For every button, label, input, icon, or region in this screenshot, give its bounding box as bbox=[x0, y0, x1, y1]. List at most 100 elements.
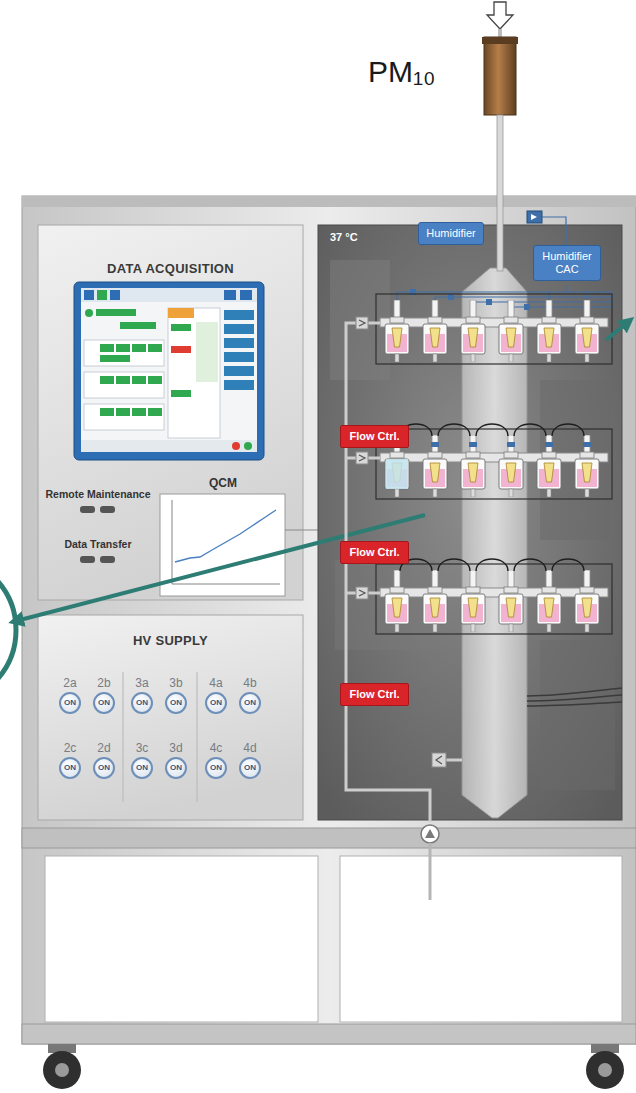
screen-field bbox=[100, 408, 114, 416]
pipe-connector bbox=[345, 448, 348, 541]
exposure-well bbox=[499, 300, 523, 362]
switch-label: ON bbox=[205, 692, 227, 714]
manifold bbox=[380, 318, 608, 327]
screen-stop bbox=[232, 442, 240, 450]
module-outline bbox=[376, 294, 612, 364]
qcm-wire bbox=[285, 530, 318, 531]
hv-switch: 4dON bbox=[234, 741, 266, 779]
hv-switch: 4bON bbox=[234, 676, 266, 714]
channel-label: 4c bbox=[200, 741, 232, 755]
push-button bbox=[80, 506, 95, 513]
qcm-well-highlight bbox=[386, 459, 408, 489]
inflow-arrow bbox=[487, 2, 513, 29]
hv-switch: 2aON bbox=[54, 676, 86, 714]
humidifier-box: Humidifier CAC bbox=[533, 245, 601, 281]
cabinet-divider bbox=[22, 828, 636, 848]
screen-field bbox=[132, 344, 146, 352]
chart-axes bbox=[172, 500, 280, 584]
screen-start bbox=[244, 442, 252, 450]
panel-heading: HV SUPPLY bbox=[38, 615, 303, 648]
module-outline bbox=[376, 429, 612, 499]
switch-label: ON bbox=[59, 692, 81, 714]
check-valve bbox=[356, 452, 368, 464]
channel-label: 3d bbox=[160, 741, 192, 755]
check-valve bbox=[359, 320, 365, 326]
check-valve bbox=[359, 455, 365, 461]
screen-icon bbox=[240, 290, 252, 300]
hv-switch: 2cON bbox=[54, 741, 86, 779]
cac-inlet-icon bbox=[527, 211, 542, 223]
screen-field bbox=[148, 408, 162, 416]
tube-valve bbox=[524, 304, 530, 310]
chamber-ground bbox=[318, 225, 622, 820]
caster-wheel bbox=[43, 1051, 81, 1089]
screen-icon bbox=[84, 290, 94, 300]
humidifier-label: Humidifier bbox=[425, 227, 477, 240]
exposure-well bbox=[461, 300, 485, 362]
channel-label: 3c bbox=[126, 741, 158, 755]
flow-controller: Flow Ctrl. bbox=[340, 425, 409, 448]
screen-field bbox=[116, 376, 130, 384]
screen-field bbox=[171, 346, 191, 353]
pm10-inlet-head bbox=[484, 37, 516, 115]
exposure-well bbox=[537, 570, 561, 632]
channel-label: 4b bbox=[234, 676, 266, 690]
exposure-well bbox=[385, 570, 409, 632]
callout-arrow bbox=[606, 322, 628, 340]
flow-pipe bbox=[429, 843, 432, 900]
screen-field bbox=[196, 322, 218, 382]
exposure-well bbox=[385, 300, 409, 362]
inlet-pipe bbox=[497, 115, 503, 271]
switch-label: ON bbox=[165, 757, 187, 779]
screen-bezel bbox=[74, 282, 264, 460]
switch-label: ON bbox=[131, 757, 153, 779]
check-valve bbox=[356, 317, 368, 329]
screen-field bbox=[132, 408, 146, 416]
electrode-wire bbox=[400, 559, 584, 571]
manifold bbox=[380, 588, 608, 597]
channel-label: 2d bbox=[88, 741, 120, 755]
screen-field bbox=[116, 344, 130, 352]
machinery-texture bbox=[335, 560, 435, 650]
switch-label: ON bbox=[239, 692, 261, 714]
switch-label: ON bbox=[59, 757, 81, 779]
caster-hub bbox=[55, 1063, 69, 1077]
exposure-well bbox=[575, 570, 599, 632]
caster-wheel bbox=[586, 1051, 624, 1089]
check-valve bbox=[436, 756, 442, 764]
push-button bbox=[80, 556, 95, 563]
screen-field bbox=[100, 344, 114, 352]
button-label: Remote Maintenance bbox=[40, 488, 156, 501]
hv-switch: 3dON bbox=[160, 741, 192, 779]
flow-controller: Flow Ctrl. bbox=[340, 541, 409, 564]
switch-label: ON bbox=[165, 692, 187, 714]
screen-button bbox=[224, 352, 254, 362]
humidifier-label: Humidifier CAC bbox=[540, 250, 594, 276]
flow-controller: Flow Ctrl. bbox=[340, 683, 409, 706]
screen-field bbox=[100, 376, 114, 384]
chart-line bbox=[175, 510, 276, 562]
inlet-cap bbox=[482, 37, 518, 44]
callout-circle bbox=[0, 556, 16, 704]
group-divider bbox=[122, 672, 123, 802]
aerosol-column bbox=[462, 268, 527, 818]
panel-face bbox=[38, 225, 303, 600]
screen-button bbox=[224, 324, 254, 334]
button-label: Data Transfer bbox=[40, 538, 156, 551]
hv-switch: 2dON bbox=[88, 741, 120, 779]
switch-label: ON bbox=[239, 757, 261, 779]
screen-button bbox=[224, 366, 254, 376]
drawer bbox=[45, 856, 318, 1022]
screen-field bbox=[148, 376, 162, 384]
humidifier-box: Humidifier bbox=[418, 222, 484, 245]
screen-icon bbox=[110, 290, 120, 300]
channel-label: 3a bbox=[126, 676, 158, 690]
push-button bbox=[100, 506, 115, 513]
push-button bbox=[100, 556, 115, 563]
cabinet-frame bbox=[22, 196, 636, 1044]
switch-label: ON bbox=[93, 692, 115, 714]
pump-symbol bbox=[421, 825, 439, 843]
exposure-well bbox=[537, 435, 561, 497]
screen-group bbox=[84, 404, 164, 430]
